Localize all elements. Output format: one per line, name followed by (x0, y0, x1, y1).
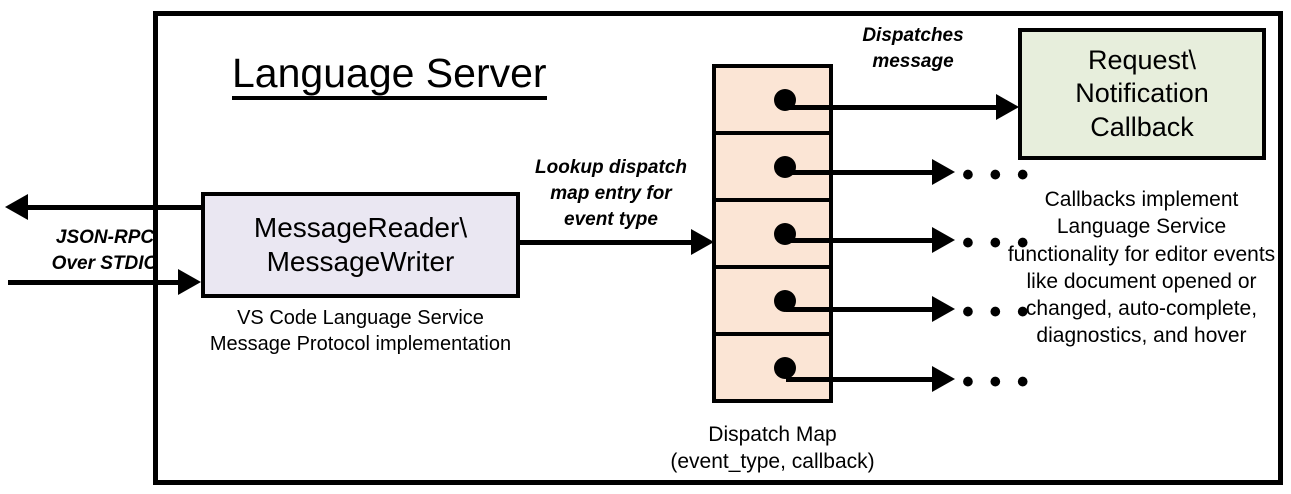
dispatch-row2-line (786, 170, 936, 175)
jsonrpc-in-line (8, 280, 183, 285)
callback-line3: Callback (1090, 111, 1194, 142)
dispatch-row4-ellipsis: • • • (962, 293, 1032, 331)
message-reader-writer-box[interactable]: MessageReader\ MessageWriter (201, 192, 520, 298)
message-rw-caption: VS Code Language Service Message Protoco… (201, 305, 520, 358)
dispatch-row5-line (786, 377, 936, 382)
dispatch-map-row[interactable] (716, 269, 829, 336)
dispatch-map-caption: Dispatch Map (event_type, callback) (640, 421, 905, 476)
dispatch-map-caption-line1: Dispatch Map (708, 423, 837, 446)
dispatches-label-line2: message (872, 51, 954, 73)
dispatch-row3-line (786, 238, 936, 243)
jsonrpc-label: JSON-RPC Over STDIO (30, 225, 180, 276)
dispatch-map-row[interactable] (716, 135, 829, 202)
lookup-label: Lookup dispatch map entry for event type (521, 155, 701, 234)
message-writer-label: MessageWriter (266, 246, 455, 277)
dispatches-message-label: Dispatches message (838, 23, 988, 75)
dispatch-row5-ellipsis: • • • (962, 363, 1032, 401)
dispatch-row3-ellipsis: • • • (962, 224, 1032, 262)
dispatch-map[interactable] (712, 64, 833, 403)
callback-line2: Notification (1075, 78, 1209, 109)
language-server-container (153, 11, 1283, 485)
message-rw-caption-line2: Message Protocol implementation (209, 333, 512, 356)
jsonrpc-label-line2: Over STDIO (51, 252, 159, 274)
dispatch-row1-arrowhead (996, 94, 1019, 120)
dispatch-row1-line (786, 105, 1001, 110)
dispatch-map-caption-line2: (event_type, callback) (670, 450, 875, 474)
dispatch-entry-dot-icon (774, 356, 796, 379)
dispatch-row2-ellipsis: • • • (962, 156, 1032, 194)
dispatch-row2-arrowhead (932, 159, 955, 185)
dispatch-row4-arrowhead (932, 296, 955, 322)
dispatch-row5-arrowhead (932, 366, 955, 392)
callback-caption: Callbacks implement Language Service fun… (1007, 188, 1276, 348)
lookup-label-line3: event type (564, 209, 658, 231)
dispatch-row4-line (786, 307, 936, 312)
dispatch-map-row[interactable] (716, 202, 829, 269)
jsonrpc-in-arrowhead (178, 269, 201, 295)
lookup-label-line2: map entry for (550, 183, 672, 205)
dispatch-map-row[interactable] (716, 68, 829, 135)
lookup-arrow-line (520, 240, 695, 245)
request-notification-callback-box[interactable]: Request\ Notification Callback (1018, 28, 1266, 160)
jsonrpc-out-arrowhead (5, 194, 28, 220)
dispatch-row3-arrowhead (932, 227, 955, 253)
dispatch-map-row[interactable] (716, 336, 829, 399)
lookup-label-line1: Lookup dispatch (535, 157, 687, 178)
jsonrpc-label-line1: JSON-RPC (55, 227, 155, 248)
lookup-arrowhead (691, 229, 714, 255)
page-title: Language Server (232, 51, 547, 101)
callback-line1: Request\ (1087, 44, 1197, 75)
message-rw-caption-line1: VS Code Language Service (237, 307, 484, 329)
message-reader-label: MessageReader\ (253, 211, 468, 243)
dispatch-entry-dot-icon (774, 289, 796, 312)
jsonrpc-out-line (28, 205, 208, 210)
dispatches-label-line1: Dispatches (862, 25, 964, 46)
